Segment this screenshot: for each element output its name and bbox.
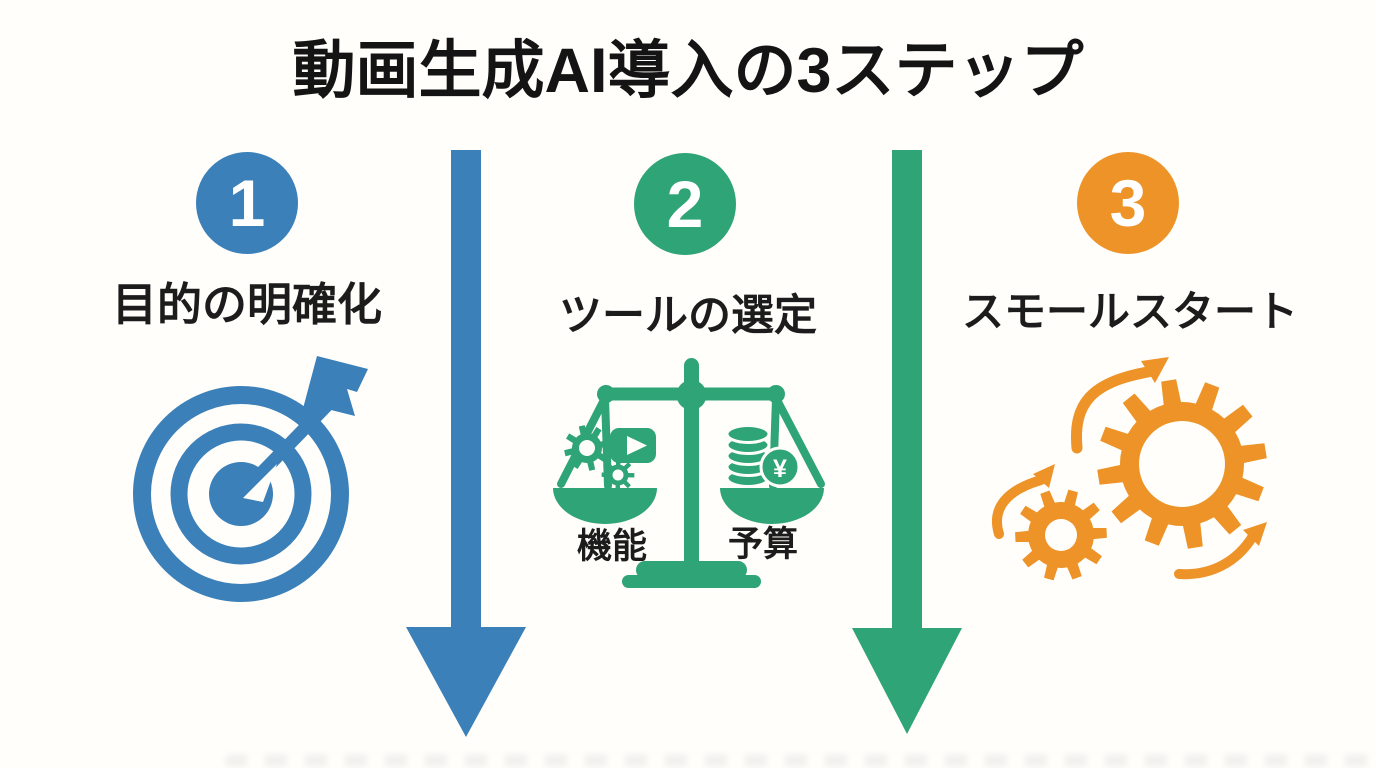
- page-title: 動画生成AI導入の3ステップ: [292, 36, 1084, 106]
- left-pan: [553, 488, 657, 524]
- target-arrow-icon: [133, 356, 368, 602]
- right-pan: [720, 488, 824, 524]
- down-arrow-1-2-icon: [406, 150, 526, 737]
- step-2-number-badge: 2: [634, 153, 736, 255]
- yen-symbol: ¥: [773, 455, 787, 483]
- step-1-label: 目的の明確化: [111, 279, 382, 330]
- coin-stack-icon: [725, 424, 771, 444]
- step-1-number-badge: 1: [196, 152, 298, 254]
- bottom-edge-artifact: [225, 754, 1375, 767]
- step-3-number: 3: [1109, 166, 1147, 240]
- yen-coin-icon: [759, 446, 801, 488]
- scale-right-pan-label: 予算: [727, 525, 798, 564]
- step-1-number: 1: [228, 166, 266, 240]
- features-icons: [564, 425, 656, 492]
- step-2-label: ツールの選定: [559, 292, 817, 340]
- down-arrow-2-3-icon: [852, 150, 962, 734]
- balance-scale-icon: ¥: [553, 358, 825, 588]
- step-3-number-badge: 3: [1077, 152, 1179, 254]
- gears-growth-icon: [992, 357, 1267, 581]
- growth-arrows: [992, 366, 1258, 580]
- step-3-label: スモールスタート: [961, 288, 1298, 335]
- scale-left-pan-label: 機能: [576, 527, 647, 566]
- budget-icons: [725, 424, 801, 488]
- step-2-number: 2: [666, 167, 704, 241]
